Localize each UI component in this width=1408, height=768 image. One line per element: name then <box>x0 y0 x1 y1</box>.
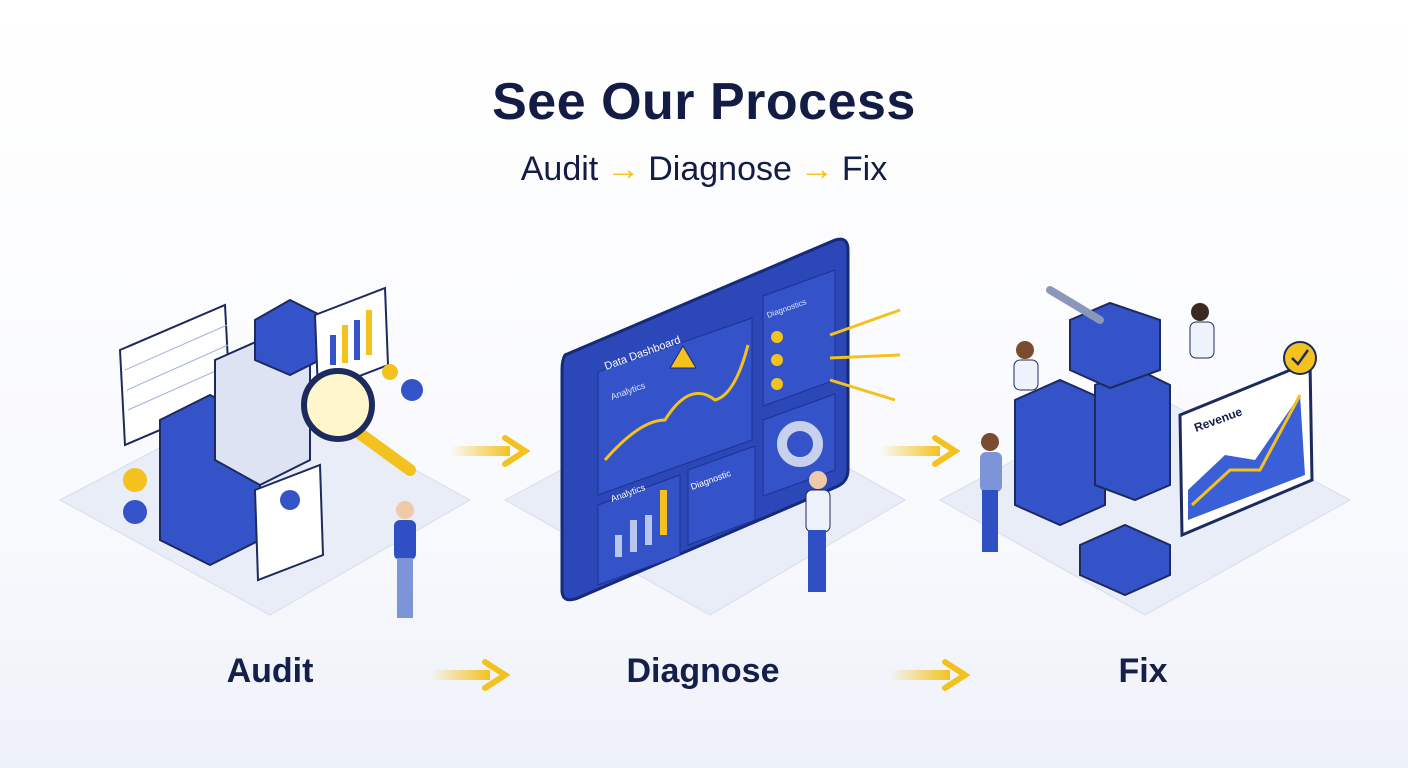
person-figure <box>805 471 831 592</box>
revenue-chart-card: Revenue <box>1178 341 1317 538</box>
donut-chart <box>777 421 823 467</box>
stage-label-diagnose: Diagnose <box>626 652 780 690</box>
person-figure <box>980 433 1002 552</box>
stage-label-fix: Fix <box>1118 652 1168 690</box>
page-title: See Our Process <box>492 73 916 131</box>
check-badge-icon <box>1283 341 1317 375</box>
person-figure <box>1013 341 1039 391</box>
flow-arrows <box>430 435 971 691</box>
magnifier-icon <box>301 368 416 476</box>
wrench-icon <box>1046 286 1104 324</box>
step-fix: Fix <box>841 150 888 188</box>
warning-icon <box>669 345 697 369</box>
fix-illustration: Revenue <box>980 286 1317 597</box>
bar-chart-card <box>313 286 390 394</box>
step-audit: Audit <box>520 150 599 188</box>
person-figure <box>394 501 416 618</box>
process-subtitle: Audit→Diagnose→Fix <box>0 150 1408 189</box>
gear-icon <box>123 364 423 524</box>
arrow-icon: → <box>606 150 641 188</box>
data-dashboard: Data Dashboard Analytics Diagnostics Dia… <box>560 237 901 602</box>
step-diagnose: Diagnose <box>648 150 792 188</box>
report-card <box>253 463 325 582</box>
arrow-icon: → <box>799 150 834 188</box>
audit-illustration <box>118 286 423 618</box>
server-stack <box>1014 301 1171 597</box>
person-figure <box>1189 303 1215 359</box>
stage-label-audit: Audit <box>226 652 314 690</box>
